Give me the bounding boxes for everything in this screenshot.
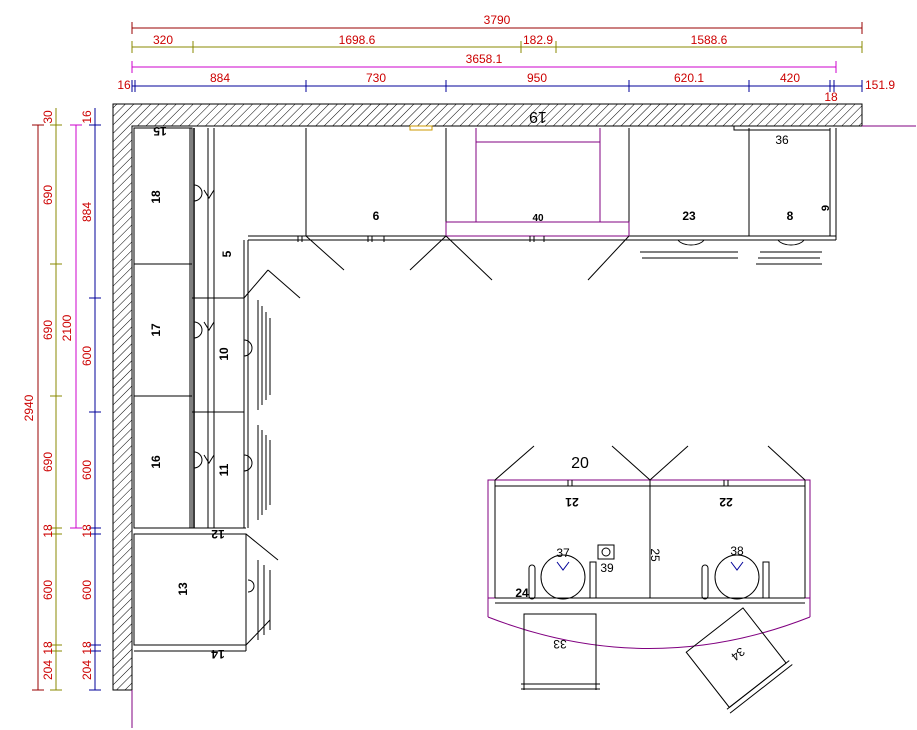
dim-left-b2: 884 [80, 202, 94, 222]
dim-left-b6: 600 [80, 580, 94, 600]
label-38: 38 [730, 544, 744, 558]
dim-left-r5: 18 [41, 524, 55, 538]
label-6: 6 [373, 209, 380, 223]
dim-inner-width: 3658.1 [466, 52, 503, 66]
top-dimension-lines [131, 22, 863, 92]
dim-chain-6: 18 [824, 90, 838, 104]
label-20: 20 [571, 455, 589, 472]
dim-left-b8: 204 [80, 660, 94, 680]
dim-left-r3: 690 [41, 320, 55, 340]
dim-left-b3: 600 [80, 346, 94, 366]
left-dimension-lines [32, 108, 101, 691]
dim-left-r7: 18 [41, 641, 55, 655]
label-12: 12 [211, 527, 225, 541]
dim-left-r4: 690 [41, 452, 55, 472]
dim-top-seg3: 182.9 [523, 33, 553, 47]
label-15: 15 [153, 124, 167, 138]
label-34: 34 [728, 644, 747, 663]
label-11: 11 [217, 463, 231, 476]
dim-left-r6: 600 [41, 580, 55, 600]
dim-left-r8: 204 [41, 660, 55, 680]
label-40: 40 [532, 213, 544, 224]
label-13: 13 [176, 582, 190, 596]
label-18: 18 [149, 190, 163, 204]
dim-chain-4: 620.1 [674, 71, 704, 85]
label-25: 25 [648, 548, 662, 562]
dim-chain-7: 151.9 [865, 78, 895, 92]
label-16: 16 [149, 455, 163, 469]
cabinet-13 [133, 527, 279, 652]
dim-chain-1: 884 [210, 71, 230, 85]
dim-chain-2: 730 [366, 71, 386, 85]
label-23: 23 [682, 209, 696, 223]
dim-left-b1: 16 [80, 110, 94, 124]
dim-left-b7: 18 [80, 641, 94, 655]
dim-top-seg1: 320 [153, 33, 173, 47]
label-5: 5 [220, 250, 234, 257]
dim-overall-width: 3790 [484, 13, 511, 27]
dim-left-b5: 18 [80, 524, 94, 538]
label-24: 24 [515, 586, 529, 600]
label-21: 21 [565, 495, 579, 509]
dim-left-r1: 30 [41, 110, 55, 124]
chair-34 [685, 607, 793, 714]
dim-left-b4: 600 [80, 460, 94, 480]
label-36: 36 [775, 133, 789, 147]
dim-overall-depth: 2940 [22, 394, 36, 421]
dim-chain-0: 16 [117, 78, 131, 92]
dim-top-seg4: 1588.6 [691, 33, 728, 47]
label-14: 14 [211, 647, 225, 661]
label-17: 17 [149, 323, 163, 337]
dim-chain-3: 950 [527, 71, 547, 85]
label-10: 10 [217, 347, 231, 361]
label-8: 8 [787, 209, 794, 223]
dim-chain-5: 420 [780, 71, 800, 85]
label-22: 22 [719, 495, 733, 509]
island [487, 445, 811, 649]
top-cabinets [297, 125, 830, 281]
label-9: 9 [820, 205, 832, 211]
dim-left-r2: 690 [41, 185, 55, 205]
dim-left-span: 2100 [60, 314, 74, 341]
label-37: 37 [556, 546, 570, 560]
chair-33 [521, 613, 600, 690]
corner-unit [243, 128, 837, 528]
dim-top-seg2: 1698.6 [339, 33, 376, 47]
label-39: 39 [600, 561, 614, 575]
walls [112, 103, 916, 728]
label-33: 33 [553, 637, 567, 651]
label-19: 19 [529, 108, 547, 125]
